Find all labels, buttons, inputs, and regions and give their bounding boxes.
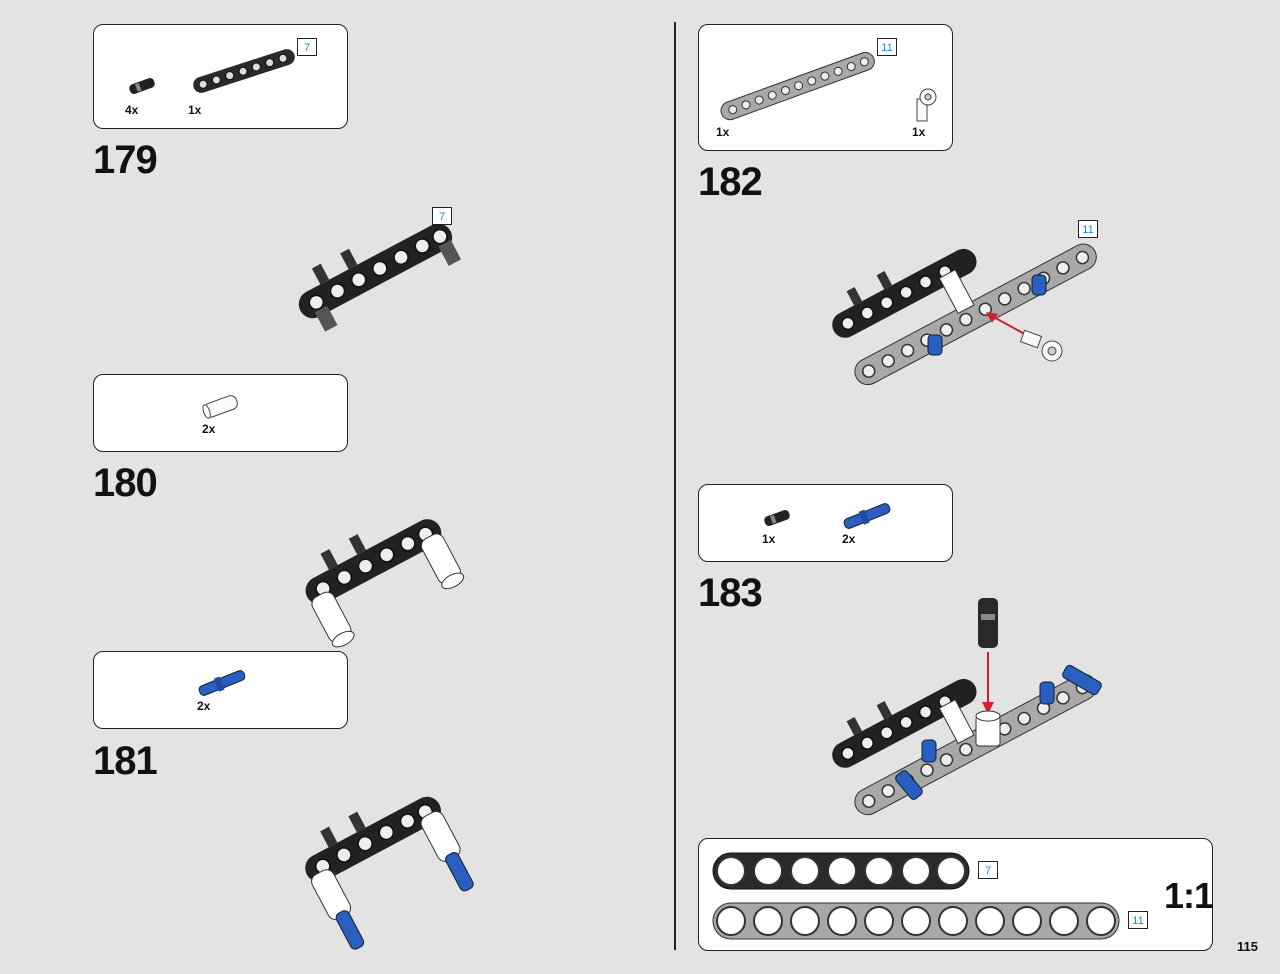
assembly-181	[305, 796, 474, 950]
step-number: 182	[698, 160, 763, 204]
qty-label: 2x	[842, 532, 856, 546]
black-beam-icon	[193, 49, 295, 93]
assembly-182	[832, 243, 1097, 386]
assembly-179	[298, 223, 462, 332]
part-size-badge: 7	[297, 38, 317, 56]
pin-icon	[129, 77, 155, 95]
qty-label: 1x	[762, 532, 776, 546]
step-number: 180	[93, 461, 158, 505]
white-connector-icon	[916, 88, 937, 122]
qty-label: 4x	[125, 103, 139, 117]
assembly-180	[305, 519, 465, 648]
scale-panel: 7 11 1:1	[698, 838, 1214, 951]
part-size-badge: 11	[1078, 220, 1098, 238]
parts-box-181: 2x	[93, 651, 348, 729]
gray-beam-icon	[720, 51, 875, 121]
page-divider	[674, 22, 676, 950]
blue-axle-pin-icon	[843, 503, 891, 529]
parts-box-183: 1x 2x	[698, 484, 953, 562]
assembly-183	[832, 598, 1102, 816]
step-number: 183	[698, 571, 763, 615]
pin-icon	[764, 509, 790, 527]
blue-axle-pin-icon	[198, 670, 246, 696]
qty-label: 2x	[197, 699, 211, 713]
page-number: 115	[1237, 939, 1258, 954]
qty-label: 1x	[716, 125, 730, 139]
parts-box-182: 1x 1x 11	[698, 24, 953, 151]
part-size-badge: 11	[1128, 911, 1148, 929]
step-number: 181	[93, 739, 158, 783]
qty-label: 1x	[188, 103, 202, 117]
part-size-badge: 7	[432, 207, 452, 225]
step-number: 179	[93, 138, 158, 182]
parts-box-180: 2x	[93, 374, 348, 452]
beam-11-scale	[712, 902, 1120, 940]
qty-label: 2x	[202, 422, 216, 436]
qty-label: 1x	[912, 125, 926, 139]
part-size-badge: 7	[978, 861, 998, 879]
white-connector-icon	[202, 395, 238, 419]
beam-7-scale	[712, 852, 970, 890]
part-size-badge: 11	[877, 38, 897, 56]
scale-label: 1:1	[1164, 875, 1214, 916]
parts-box-179: 4x 1x 7	[93, 24, 348, 129]
